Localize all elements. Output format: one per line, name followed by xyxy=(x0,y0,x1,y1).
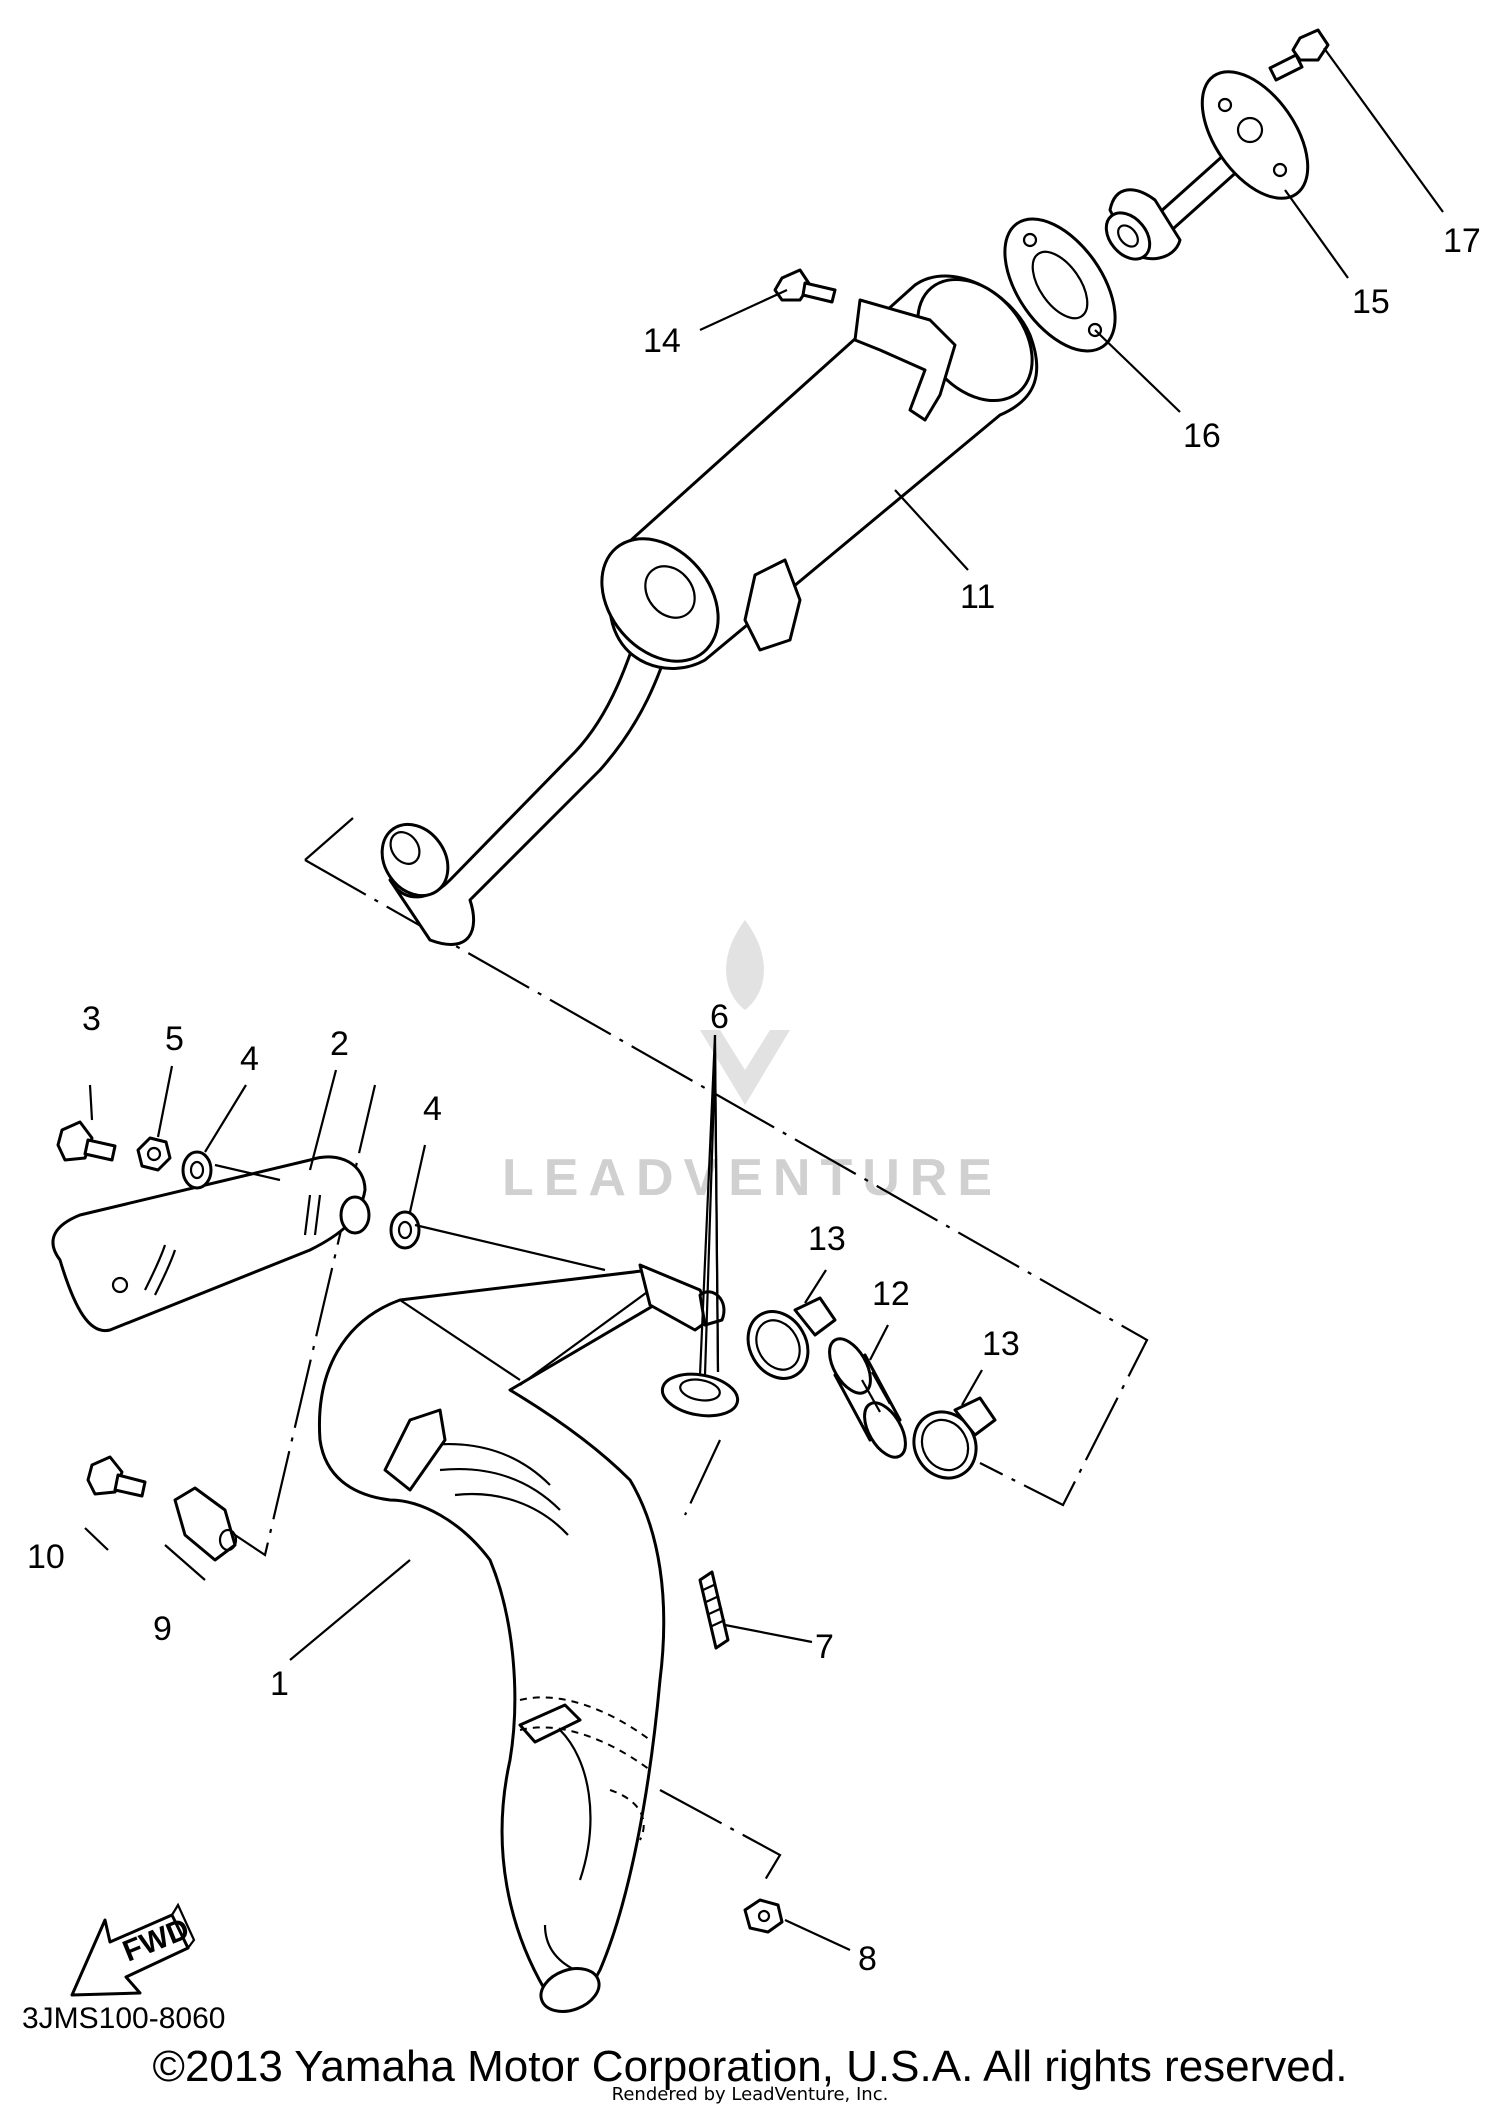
spring-part-7 xyxy=(698,1570,730,1650)
callout-7: 7 xyxy=(815,1628,834,1666)
callout-16: 16 xyxy=(1183,417,1221,455)
assembly-guide-lines xyxy=(234,817,1149,1881)
callout-3: 3 xyxy=(82,1000,101,1038)
watermark-text: LEADVENTURE xyxy=(502,1149,1002,1207)
callout-13-upper: 13 xyxy=(808,1220,846,1258)
callout-6: 6 xyxy=(710,998,729,1036)
bolt-part-14 xyxy=(773,268,837,304)
damper-part-9 xyxy=(173,1486,238,1562)
callout-2: 2 xyxy=(330,1025,349,1063)
exhaust-chamber-part-1 xyxy=(317,1263,726,2013)
internal-pipe-hidden-lines xyxy=(519,1696,651,1841)
leadventure-watermark: LEADVENTURE xyxy=(502,920,1002,1207)
bolt-part-17 xyxy=(1268,28,1330,82)
bolt-part-10 xyxy=(86,1455,147,1498)
leader-lines xyxy=(84,47,1444,1951)
callout-4-left: 4 xyxy=(240,1040,259,1078)
callout-13-lower: 13 xyxy=(982,1325,1020,1363)
diagram-code: 3JMS100-8060 xyxy=(22,2002,225,2035)
rendered-by-credit: Rendered by LeadVenture, Inc. xyxy=(611,2084,889,2105)
callout-17: 17 xyxy=(1443,222,1481,260)
tailpipe-part-15 xyxy=(1104,70,1310,261)
grommet-part-6 xyxy=(660,1372,740,1418)
washer-part-4-left xyxy=(181,1150,213,1190)
gasket-part-16 xyxy=(1003,217,1117,353)
bolt-part-3 xyxy=(56,1120,117,1162)
callout-5: 5 xyxy=(165,1020,184,1058)
muffler-part-11 xyxy=(380,274,1039,946)
callout-8: 8 xyxy=(858,1940,877,1978)
callout-10: 10 xyxy=(27,1538,65,1576)
bracket-part-2 xyxy=(51,1155,371,1333)
callout-numbers: 1 2 3 4 4 5 6 7 8 9 10 11 12 13 13 14 15… xyxy=(27,222,1481,1978)
callout-9: 9 xyxy=(153,1610,172,1648)
callout-11: 11 xyxy=(960,578,995,616)
callout-12: 12 xyxy=(872,1275,910,1313)
washer-part-4-right xyxy=(389,1210,421,1250)
callout-15: 15 xyxy=(1352,283,1390,321)
fwd-arrow: FWD xyxy=(70,1902,196,1997)
clamp-part-13-lower xyxy=(912,1396,997,1480)
copyright-notice: ©2013 Yamaha Motor Corporation, U.S.A. A… xyxy=(152,2042,1348,2091)
nut-part-5 xyxy=(136,1136,172,1172)
joint-sleeve-part-12 xyxy=(828,1337,907,1459)
callout-4-right: 4 xyxy=(423,1090,442,1128)
callout-14: 14 xyxy=(643,322,681,360)
callout-1: 1 xyxy=(270,1665,289,1703)
clamp-part-13-upper xyxy=(746,1296,837,1380)
nut-part-8 xyxy=(743,1898,784,1934)
